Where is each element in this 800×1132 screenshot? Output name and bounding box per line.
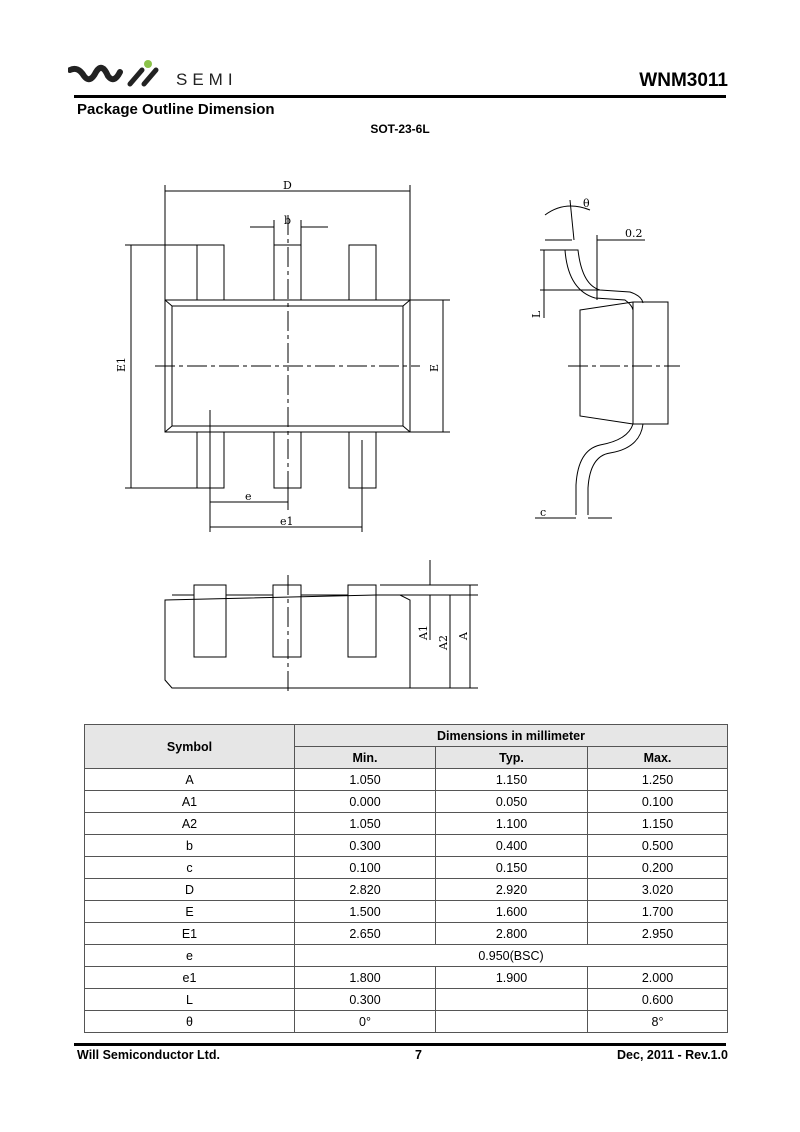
cell-symbol: e (84, 944, 295, 967)
cell-min: 1.050 (294, 812, 436, 835)
part-number: WNM3011 (639, 70, 728, 91)
will-logo (68, 60, 159, 87)
cell-min: 2.650 (294, 922, 436, 945)
cell-symbol: E (84, 900, 295, 923)
col-max: Max. (587, 746, 728, 769)
package-name: SOT-23-6L (370, 122, 430, 136)
cell-min: 1.500 (294, 900, 436, 923)
label-D: D (283, 179, 292, 192)
cell-symbol: b (84, 834, 295, 857)
brand-suffix: SEMI (176, 70, 238, 89)
footer-revision: Dec, 2011 - Rev.1.0 (617, 1048, 728, 1062)
cell-min: 1.800 (294, 966, 436, 989)
cell-typ: 0.400 (435, 834, 588, 857)
front-view (164, 560, 478, 695)
cell-typ: 1.150 (435, 768, 588, 791)
label-E: E (428, 364, 441, 372)
top-view (125, 185, 450, 532)
label-0.2: 0.2 (625, 227, 643, 240)
cell-max: 0.600 (587, 988, 728, 1011)
cell-min: 0° (294, 1010, 436, 1033)
cell-max: 8° (587, 1010, 728, 1033)
footer-rule (74, 1043, 726, 1046)
cell-min: 1.050 (294, 768, 436, 791)
package-outline-drawing: D b E1 E e e1 θ 0.2 L c A1 A2 A (115, 179, 680, 695)
header-rule (74, 95, 726, 98)
cell-symbol: E1 (84, 922, 295, 945)
cell-max: 1.700 (587, 900, 728, 923)
label-A: A (457, 631, 470, 641)
col-min: Min. (294, 746, 436, 769)
cell-max: 0.100 (587, 790, 728, 813)
cell-min: 0.100 (294, 856, 436, 879)
group-header: Dimensions in millimeter (294, 724, 728, 747)
label-e1: e1 (280, 515, 294, 528)
cell-max: 1.250 (587, 768, 728, 791)
label-L: L (530, 310, 543, 318)
cell-typ: 0.150 (435, 856, 588, 879)
label-theta: θ (583, 197, 590, 210)
cell-typ: 2.800 (435, 922, 588, 945)
cell-symbol: A1 (84, 790, 295, 813)
label-e: e (245, 490, 252, 503)
cell-min: 0.300 (294, 834, 436, 857)
side-view-right (535, 199, 680, 519)
dimensions-table: Symbol Dimensions in millimeter Min. Typ… (84, 724, 728, 1033)
symbol-header: Symbol (84, 724, 295, 769)
cell-symbol: A (84, 768, 295, 791)
label-A2: A2 (437, 635, 450, 651)
page-number: 7 (415, 1048, 422, 1062)
cell-typ: 1.900 (435, 966, 588, 989)
cell-max: 0.500 (587, 834, 728, 857)
cell-typ (435, 1010, 588, 1033)
cell-min: 0.000 (294, 790, 436, 813)
cell-min: 2.820 (294, 878, 436, 901)
cell-max: 3.020 (587, 878, 728, 901)
cell-typ: 1.100 (435, 812, 588, 835)
cell-symbol: A2 (84, 812, 295, 835)
cell-symbol: θ (84, 1010, 295, 1033)
cell-symbol: c (84, 856, 295, 879)
cell-symbol: e1 (84, 966, 295, 989)
cell-symbol: D (84, 878, 295, 901)
cell-symbol: L (84, 988, 295, 1011)
col-typ: Typ. (435, 746, 588, 769)
cell-min: 0.300 (294, 988, 436, 1011)
label-b: b (284, 214, 291, 227)
footer-company: Will Semiconductor Ltd. (77, 1048, 220, 1062)
cell-typ: 0.050 (435, 790, 588, 813)
label-c: c (540, 506, 546, 519)
cell-typ (435, 988, 588, 1011)
label-E1: E1 (115, 357, 128, 372)
cell-max: 2.950 (587, 922, 728, 945)
cell-span: 0.950(BSC) (294, 944, 728, 967)
cell-typ: 2.920 (435, 878, 588, 901)
cell-max: 1.150 (587, 812, 728, 835)
cell-typ: 1.600 (435, 900, 588, 923)
cell-max: 2.000 (587, 966, 728, 989)
section-title: Package Outline Dimension (77, 101, 275, 118)
cell-max: 0.200 (587, 856, 728, 879)
label-A1: A1 (417, 625, 430, 641)
